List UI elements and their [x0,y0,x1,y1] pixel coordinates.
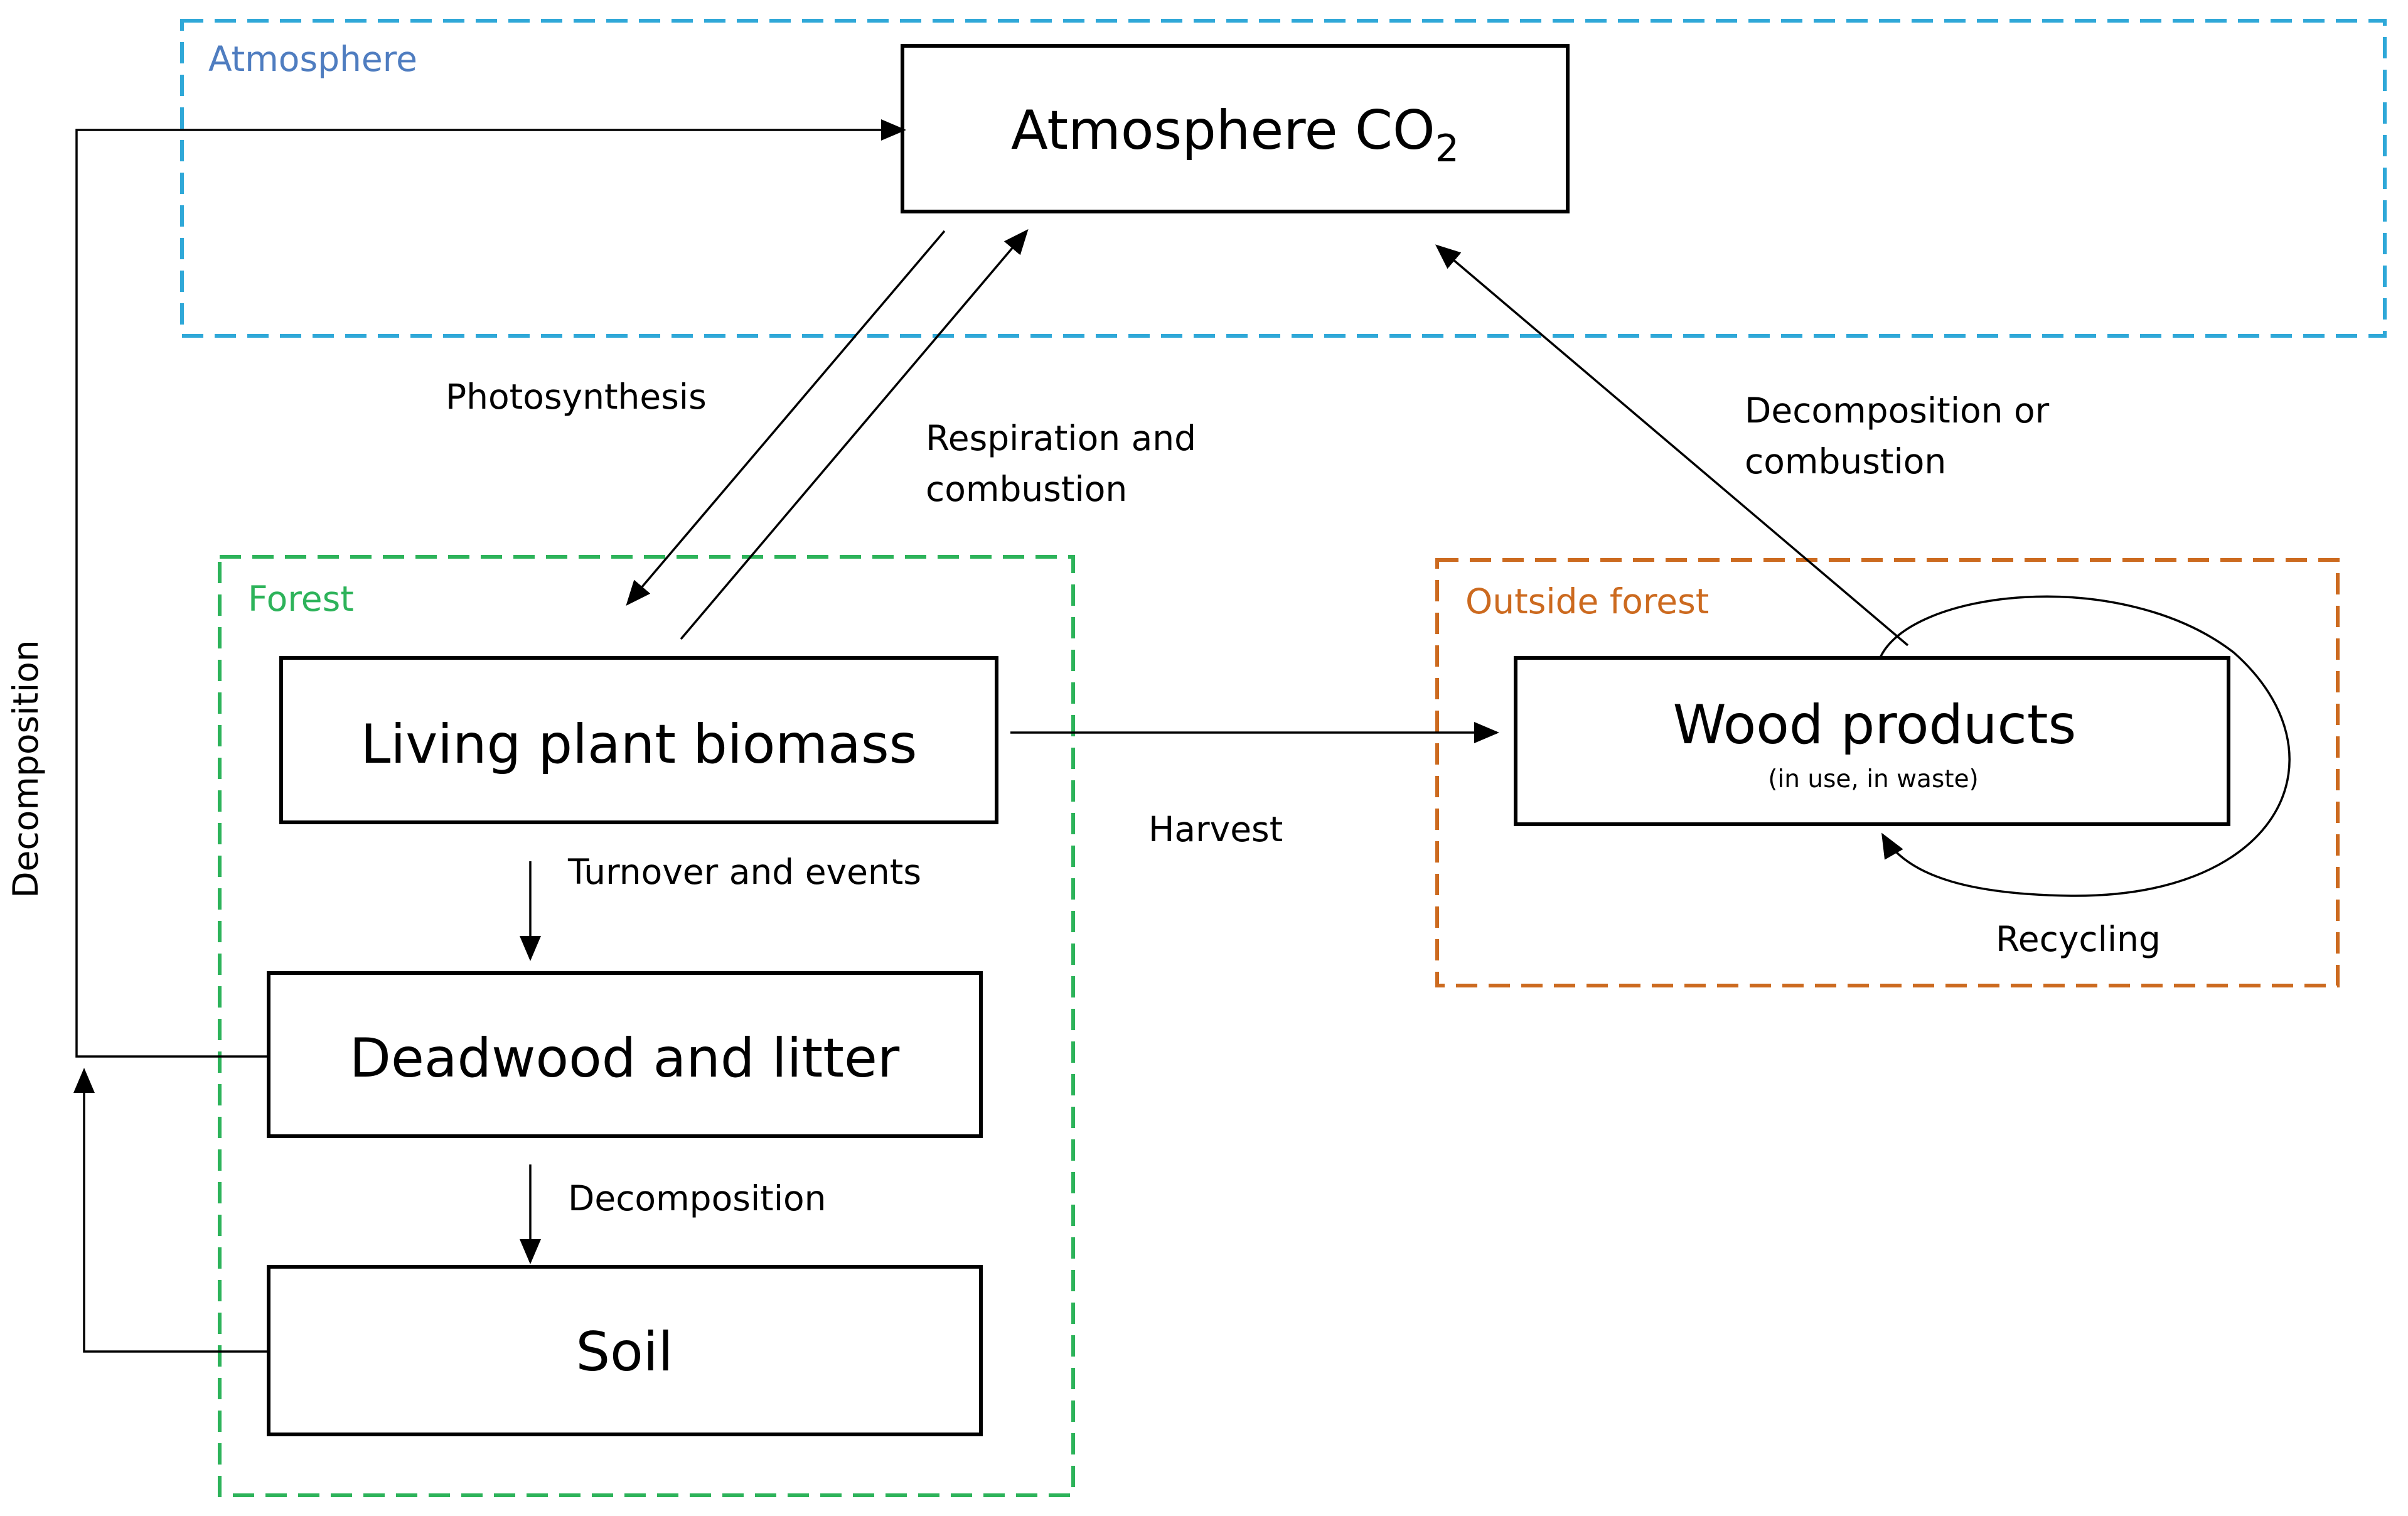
respiration-label-line2: combustion [926,469,1127,509]
living-plant-biomass-box [279,656,998,824]
wood-products-subtitle: (in use, in waste) [1768,765,1979,793]
respiration-arrow [680,228,1029,640]
soil-box [267,1265,983,1436]
photosynthesis-label: Photosynthesis [446,377,707,417]
side-decomposition-path [75,119,906,1058]
wood-decomposition-label-line1: Decomposition or [1745,390,2050,431]
forest-region-label: Forest [248,579,354,619]
side-decomposition-label: Decomposition [6,640,46,898]
deadwood-to-soil-label: Decomposition [568,1178,827,1218]
atmosphere-co2-title-subscript: 2 [1435,127,1459,171]
soil-title: Soil [576,1321,673,1384]
atmosphere-co2-title: Atmosphere CO2 [1011,99,1459,171]
photosynthesis-arrow [626,230,946,606]
recycling-label: Recycling [1996,919,2161,959]
deadwood-litter-title: Deadwood and litter [350,1027,900,1090]
forest-region [218,555,1075,1497]
outside-forest-region [1435,558,2340,987]
wood-products-title: Wood products [1673,694,2077,756]
wood-decomposition-label-line2: combustion [1745,441,1946,481]
harvest-label: Harvest [1148,809,1283,849]
outside-forest-region-label: Outside forest [1465,581,1709,621]
turnover-label: Turnover and events [567,852,921,892]
recycling-loop-arrow [1878,595,2291,897]
living-plant-biomass-title: Living plant biomass [361,713,918,776]
wood-decomposition-arrow [1435,244,1909,647]
soil-decomposition-path [73,1068,269,1353]
atmosphere-region-label: Atmosphere [208,39,417,79]
deadwood-litter-box [267,971,983,1138]
atmosphere-co2-title-main: Atmosphere CO [1011,99,1435,162]
wood-products-box [1514,656,2230,826]
atmosphere-region [180,19,2387,338]
respiration-label-line1: Respiration and [926,418,1196,458]
